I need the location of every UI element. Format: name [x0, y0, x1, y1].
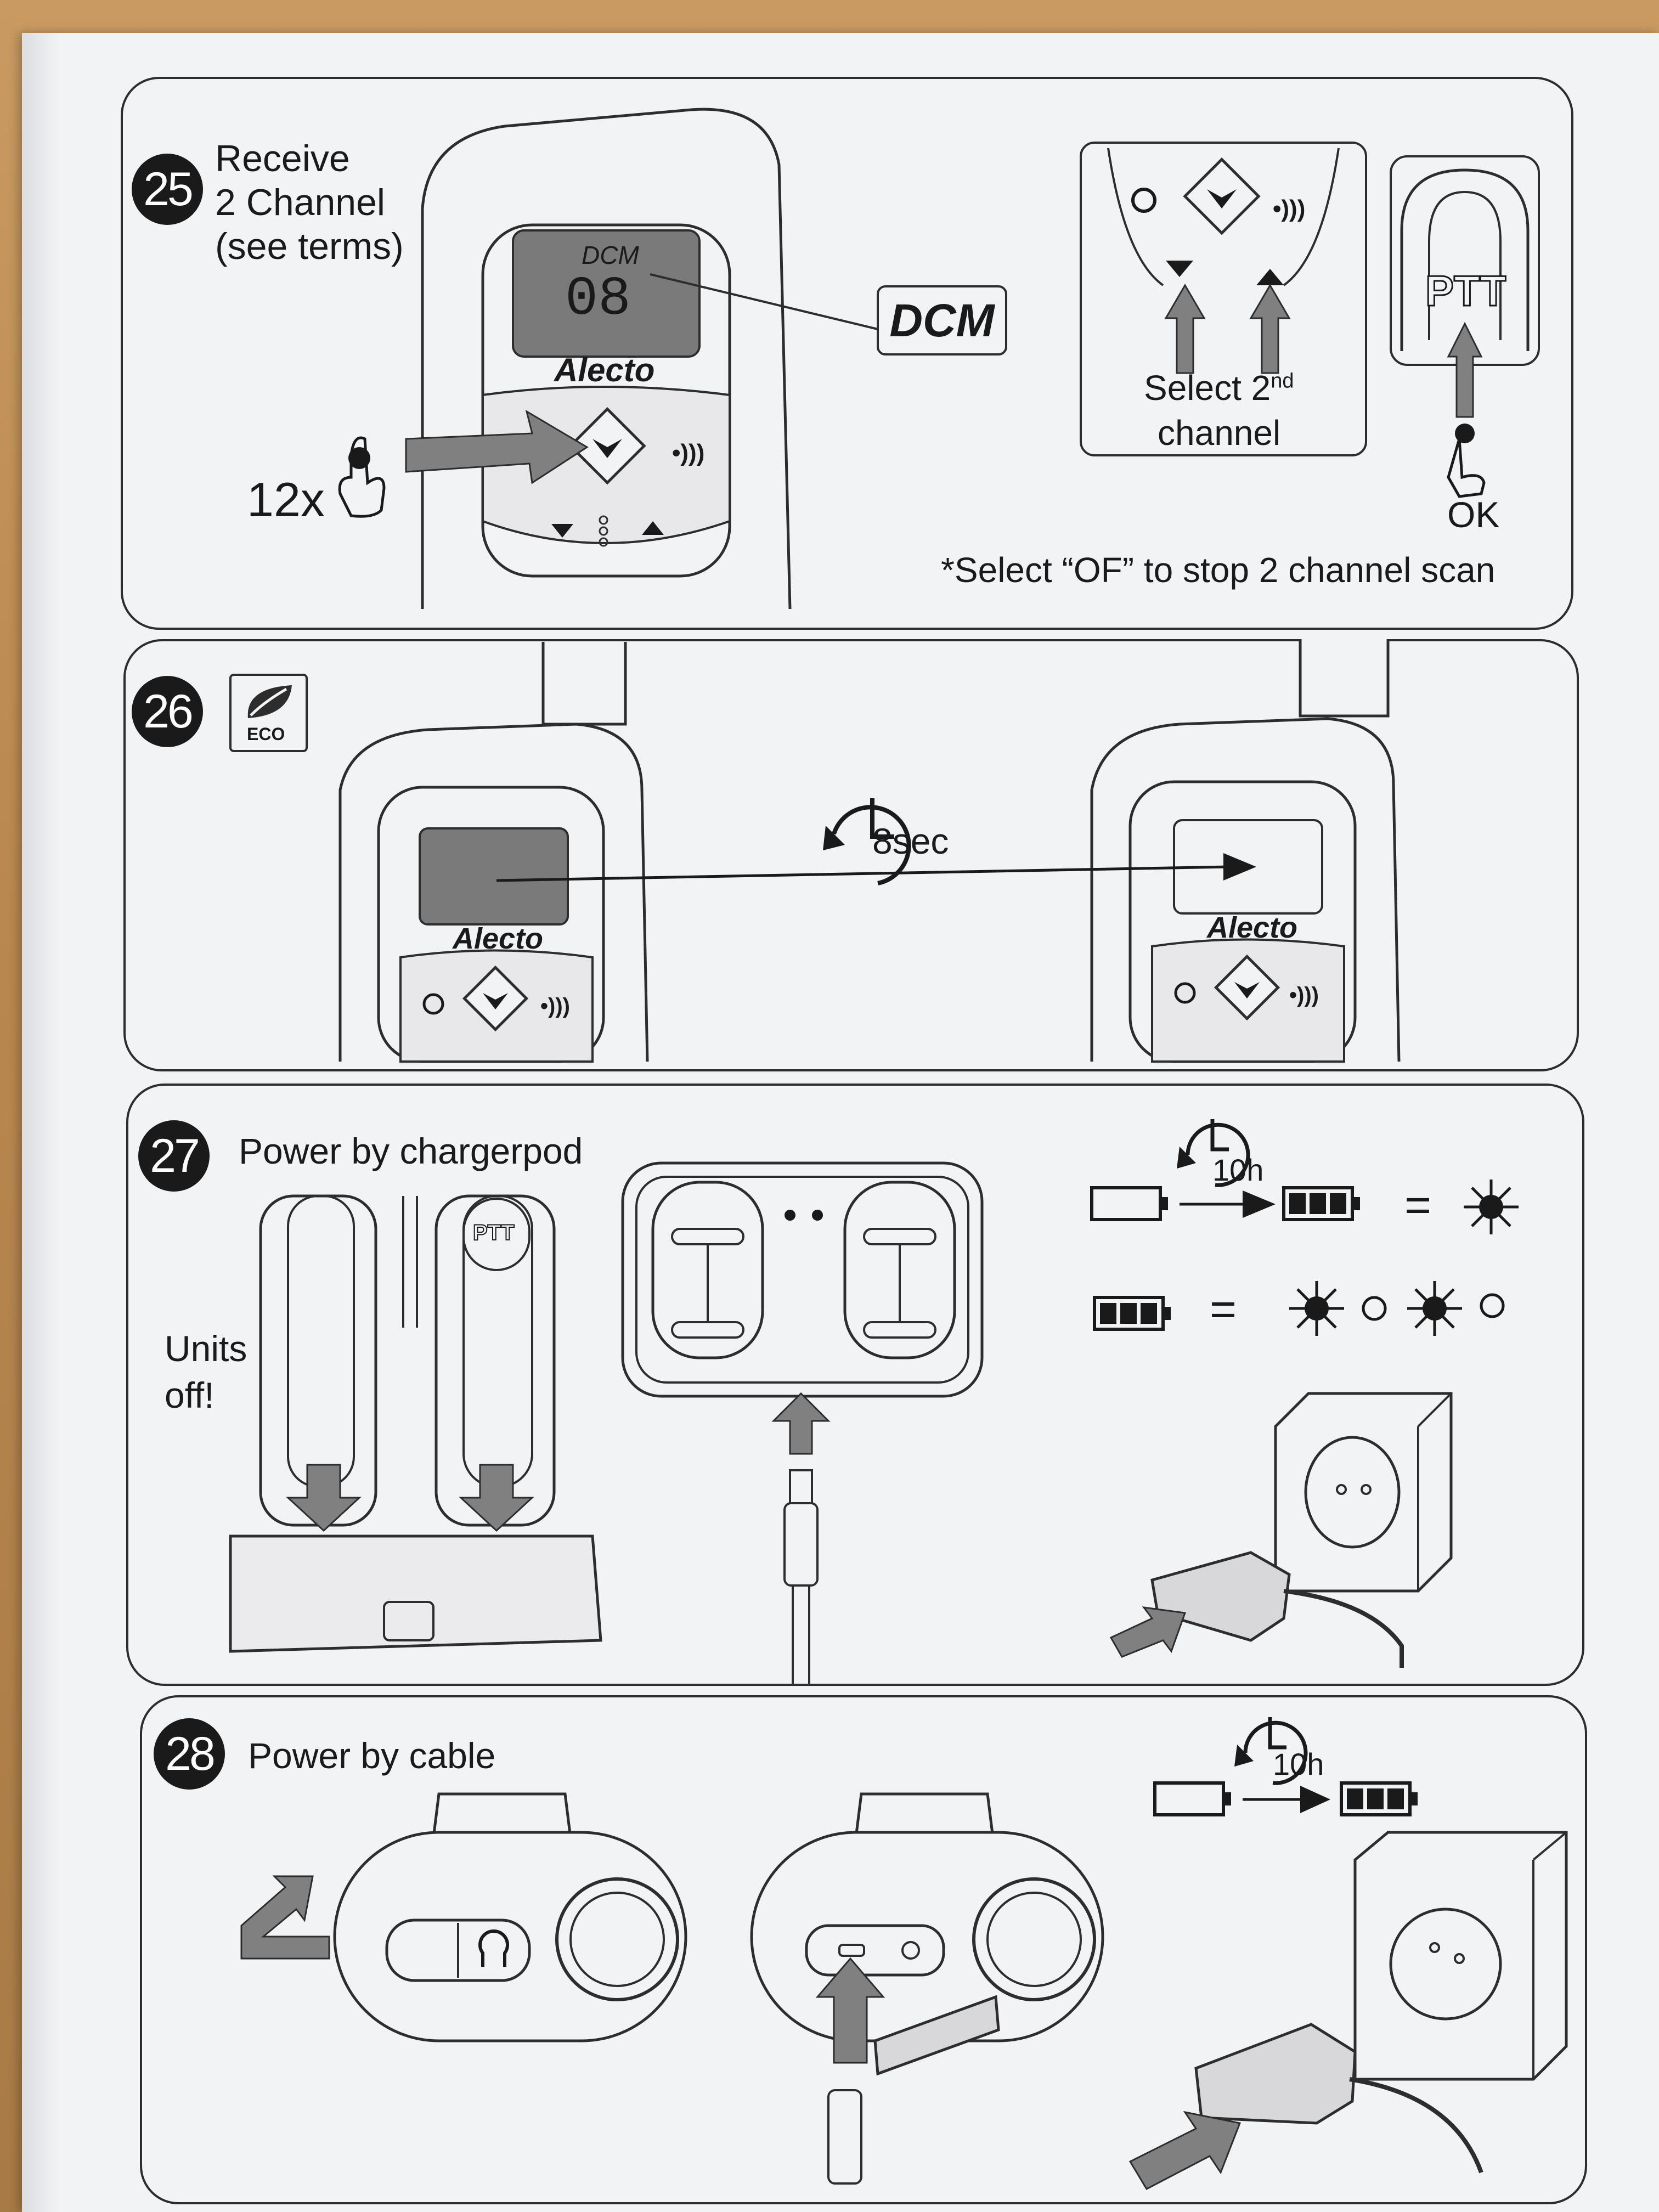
step-26-brand-right: Alecto: [1207, 911, 1298, 944]
select-line-2: channel: [1158, 413, 1281, 453]
units-off-line-1: Units: [165, 1328, 247, 1369]
svg-text:•))): •))): [540, 994, 570, 1018]
page-spine: [22, 33, 60, 2212]
step-27-equals-1: =: [1404, 1179, 1432, 1231]
step-28-title: Power by cable: [248, 1735, 496, 1776]
dcm-callout: DCM: [877, 285, 1007, 356]
step-28-timer-label: 10h: [1273, 1747, 1324, 1781]
step-25-number: 25: [132, 154, 203, 225]
select-superscript: nd: [1271, 369, 1294, 393]
leaf-icon: [247, 685, 292, 718]
eco-badge: ECO: [229, 674, 308, 752]
step-26-number: 26: [132, 676, 203, 747]
step-27-title: Power by chargerpod: [239, 1131, 583, 1171]
display-channel: 08: [565, 269, 631, 331]
svg-text:•))): •))): [672, 439, 704, 466]
ok-label: OK: [1447, 494, 1500, 535]
step-25-title-line-3: (see terms): [215, 225, 404, 267]
step-25-brand: Alecto: [554, 352, 655, 388]
timer-8sec-label: 8sec: [872, 821, 949, 861]
select-line-1: Select 2nd: [1144, 368, 1294, 408]
svg-text:•))): •))): [1289, 983, 1319, 1007]
display-mode-label: DCM: [582, 241, 639, 269]
step-25-title-line-2: 2 Channel: [215, 182, 386, 223]
step-27-equals-2: =: [1210, 1283, 1237, 1335]
units-off-line-2: off!: [165, 1375, 215, 1415]
svg-text:•))): •))): [1273, 195, 1305, 222]
step-27-number: 27: [138, 1120, 210, 1192]
step-25-title-line-1: Receive: [215, 138, 350, 179]
ptt-label: PTT: [1424, 266, 1506, 316]
footnote: *Select “OF” to stop 2 channel scan: [941, 550, 1496, 590]
step-26-brand-left: Alecto: [453, 922, 544, 955]
eco-label: ECO: [247, 724, 285, 744]
step-28-number: 28: [154, 1718, 225, 1790]
press-count: 12x: [247, 472, 325, 527]
step-27-ptt-label: PTT: [472, 1220, 515, 1245]
step-27-timer-label: 10h: [1212, 1153, 1264, 1187]
